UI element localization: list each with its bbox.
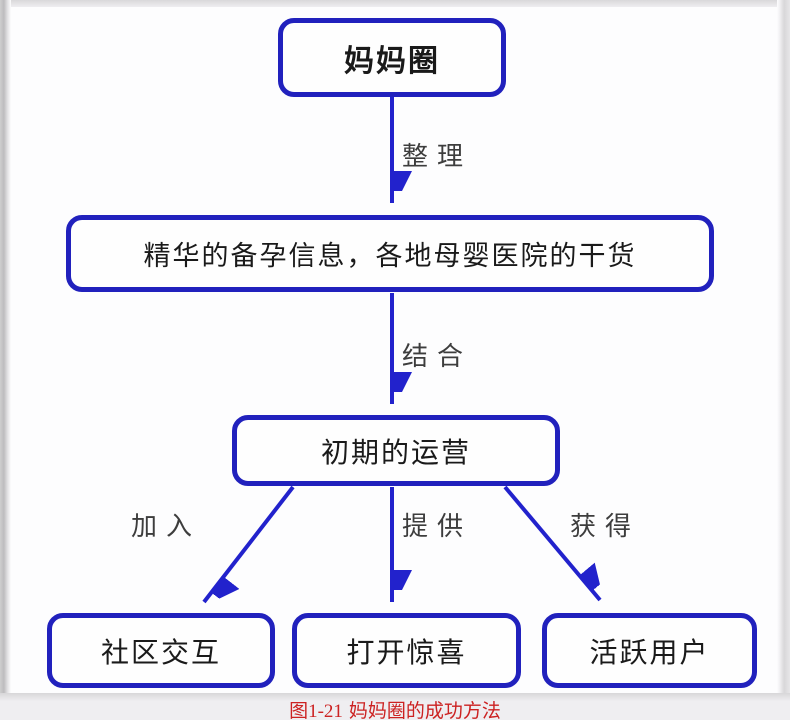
- node-active-users: 活跃用户: [542, 613, 757, 688]
- figure-caption: 图1-21 妈妈圈的成功方法: [0, 696, 790, 720]
- node-open-surprise: 打开惊喜: [292, 613, 521, 688]
- figure-caption-title: 妈妈圈的成功方法: [348, 701, 501, 720]
- page-edge-top: [0, 0, 790, 7]
- page-background: [10, 5, 778, 693]
- edge-label-join: 加入: [131, 511, 202, 541]
- node-info-content: 精华的备孕信息，各地母婴医院的干货: [66, 215, 714, 292]
- caption-band: [0, 693, 790, 720]
- page-edge-left: [0, 0, 11, 694]
- figure-caption-number: 图1-21: [289, 701, 343, 720]
- edge-label-combine: 结合: [402, 341, 473, 371]
- edge-label-obtain: 获得: [570, 511, 641, 541]
- node-early-operations: 初期的运营: [232, 415, 560, 486]
- node-community-interaction: 社区交互: [47, 613, 275, 688]
- edge-label-provide: 提供: [402, 511, 473, 541]
- node-mama-circle: 妈妈圈: [278, 18, 506, 97]
- edge-label-organize: 整理: [402, 141, 473, 171]
- page-edge-right: [777, 0, 790, 694]
